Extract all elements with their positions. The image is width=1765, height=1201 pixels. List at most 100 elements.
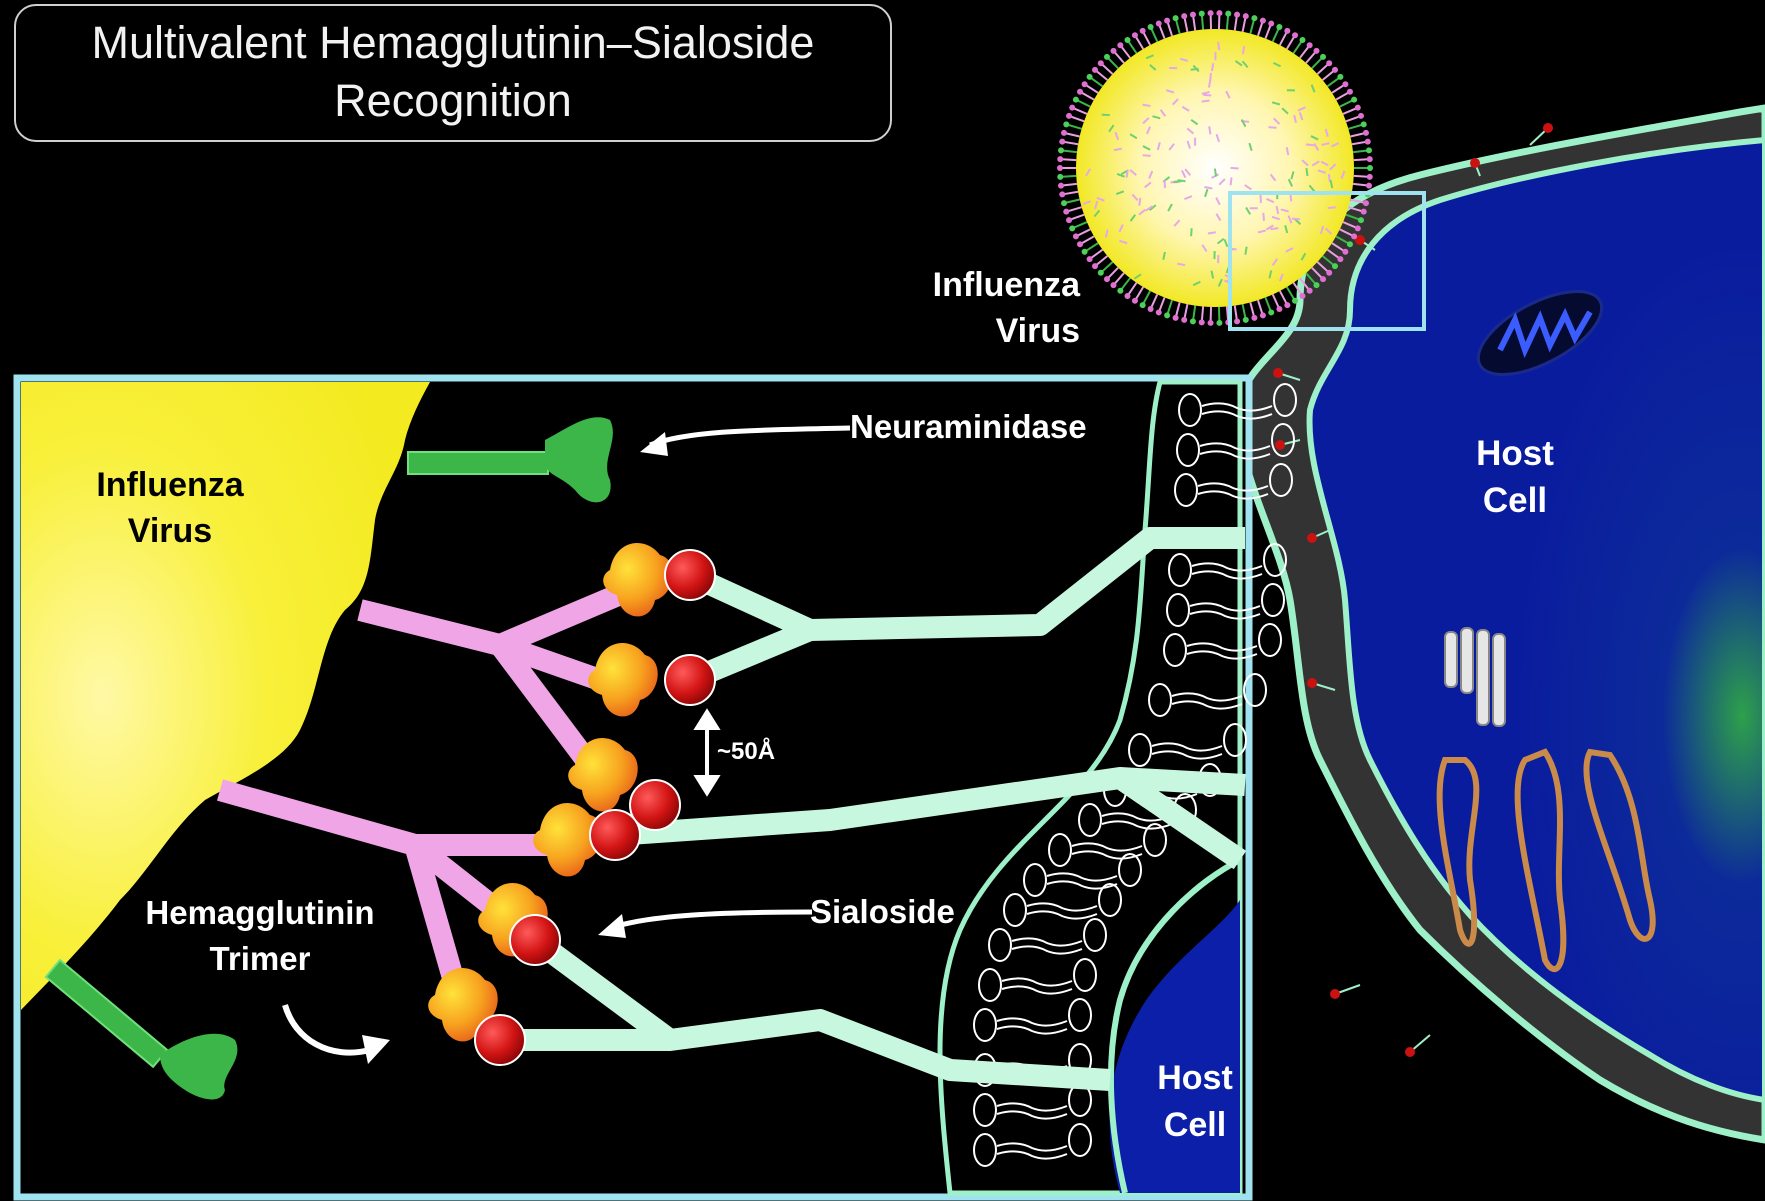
virus-surface-mark [1210, 73, 1211, 81]
virus-spike-tip [1156, 21, 1162, 27]
virus-spike-tip [1351, 97, 1357, 103]
virus-spike-tip [1181, 13, 1187, 19]
virus-spike-tip [1243, 317, 1249, 323]
virus-surface-mark [1142, 105, 1150, 106]
influenza-virus-particle [1057, 10, 1373, 326]
virus-spike-tip [1059, 139, 1065, 145]
virus-surface-mark [1209, 126, 1210, 134]
virus-spike-tip [1156, 309, 1162, 315]
virus-spike-tip [1284, 302, 1290, 308]
virus-spike-tip [1342, 249, 1348, 255]
virus-spike-tip [1063, 121, 1069, 127]
virus-spike-tip [1292, 298, 1298, 304]
virus-spike-tip [1299, 37, 1305, 43]
virus-surface-mark [1208, 232, 1216, 233]
virus-spike-tip [1320, 54, 1326, 60]
virus-spike-tip [1066, 217, 1072, 223]
virus-spike-tip [1367, 156, 1373, 162]
virus-spike-tip [1234, 318, 1240, 324]
virus-spike-tip [1057, 165, 1063, 171]
virus-spike-tip [1337, 256, 1343, 262]
virus-spike-tip [1363, 200, 1369, 206]
virus-surface-mark [1191, 228, 1192, 236]
virus-spike-tip [1347, 241, 1353, 247]
virus-spike-tip [1216, 320, 1222, 326]
virus-surface-mark [1203, 95, 1211, 96]
virus-spike-tip [1243, 13, 1249, 19]
virus-surface-mark [1174, 181, 1182, 182]
virus-spike-tip [1234, 12, 1240, 18]
virus-spike-tip [1181, 317, 1187, 323]
label-host-cell-top: Host Cell [1450, 430, 1580, 524]
virus-spike-tip [1059, 191, 1065, 197]
virus-spike-tip [1092, 67, 1098, 73]
virus-spike-tip [1069, 225, 1075, 231]
virus-spike-tip [1199, 11, 1205, 17]
virus-spike-tip [1058, 147, 1064, 153]
virus-spike-tip [1087, 74, 1093, 80]
label-host-cell-inset-line2: Cell [1145, 1102, 1245, 1149]
virus-spike-tip [1164, 312, 1170, 318]
lipid-head [1262, 584, 1284, 616]
virus-spike-tip [1366, 183, 1372, 189]
title-box: Multivalent Hemagglutinin–Sialoside Reco… [14, 4, 892, 142]
virus-spike-tip [1365, 139, 1371, 145]
virus-spike-tip [1276, 306, 1282, 312]
virus-spike-tip [1276, 24, 1282, 30]
virus-spike-tip [1251, 315, 1257, 321]
virus-spike-tip [1337, 74, 1343, 80]
virus-spike-tip [1326, 60, 1332, 66]
virus-spike-tip [1208, 320, 1214, 326]
label-influenza-virus-inset-line1: Influenza [65, 462, 275, 508]
virus-surface-mark [1243, 46, 1244, 54]
virus-body [1076, 29, 1354, 307]
virus-surface-mark [1139, 198, 1140, 206]
virus-surface-mark [1306, 168, 1307, 176]
virus-spike-tip [1132, 32, 1138, 38]
label-influenza-virus-inset: Influenza Virus [65, 462, 275, 554]
virus-spike-tip [1077, 89, 1083, 95]
virus-spike-tip [1098, 270, 1104, 276]
virus-spike-tip [1173, 315, 1179, 321]
label-influenza-virus-top: Influenza Virus [890, 262, 1080, 354]
virus-spike-tip [1140, 302, 1146, 308]
title-line-2: Recognition [16, 72, 890, 130]
virus-surface-mark [1218, 42, 1219, 50]
virus-spike-tip [1199, 319, 1205, 325]
virus-surface-mark [1191, 69, 1199, 70]
virus-spike-tip [1148, 306, 1154, 312]
virus-spike-tip [1073, 97, 1079, 103]
virus-spike-tip [1342, 81, 1348, 87]
virus-spike-tip [1314, 282, 1320, 288]
virus-surface-mark [1263, 213, 1264, 221]
virus-spike-tip [1117, 288, 1123, 294]
sialic-acid-ball [665, 655, 715, 705]
virus-spike-tip [1284, 28, 1290, 34]
label-influenza-virus-top-line2: Virus [890, 308, 1080, 354]
virus-spike-tip [1358, 217, 1364, 223]
label-hemagglutinin-trimer-line2: Trimer [115, 936, 405, 982]
virus-spike-tip [1251, 15, 1257, 21]
virus-spike-tip [1077, 241, 1083, 247]
virus-spike-tip [1307, 42, 1313, 48]
virus-spike-tip [1058, 183, 1064, 189]
virus-spike-tip [1225, 11, 1231, 17]
virus-spike-tip [1268, 309, 1274, 315]
label-influenza-virus-inset-line2: Virus [65, 508, 275, 554]
virus-spike-tip [1320, 276, 1326, 282]
virus-spike-tip [1260, 312, 1266, 318]
virus-spike-tip [1208, 10, 1214, 16]
sialic-acid-ball [590, 810, 640, 860]
virus-spike-tip [1367, 174, 1373, 180]
virus-spike-tip [1260, 18, 1266, 24]
virus-spike-tip [1125, 293, 1131, 299]
label-host-cell-top-line1: Host [1450, 430, 1580, 477]
virus-spike-tip [1347, 89, 1353, 95]
label-host-cell-inset-line1: Host [1145, 1055, 1245, 1102]
label-hemagglutinin-trimer: Hemagglutinin Trimer [115, 890, 405, 982]
virus-spike-tip [1104, 276, 1110, 282]
virus-spike-tip [1098, 60, 1104, 66]
sialic-acid-ball [665, 550, 715, 600]
virus-spike-tip [1082, 81, 1088, 87]
virus-spike-tip [1361, 121, 1367, 127]
